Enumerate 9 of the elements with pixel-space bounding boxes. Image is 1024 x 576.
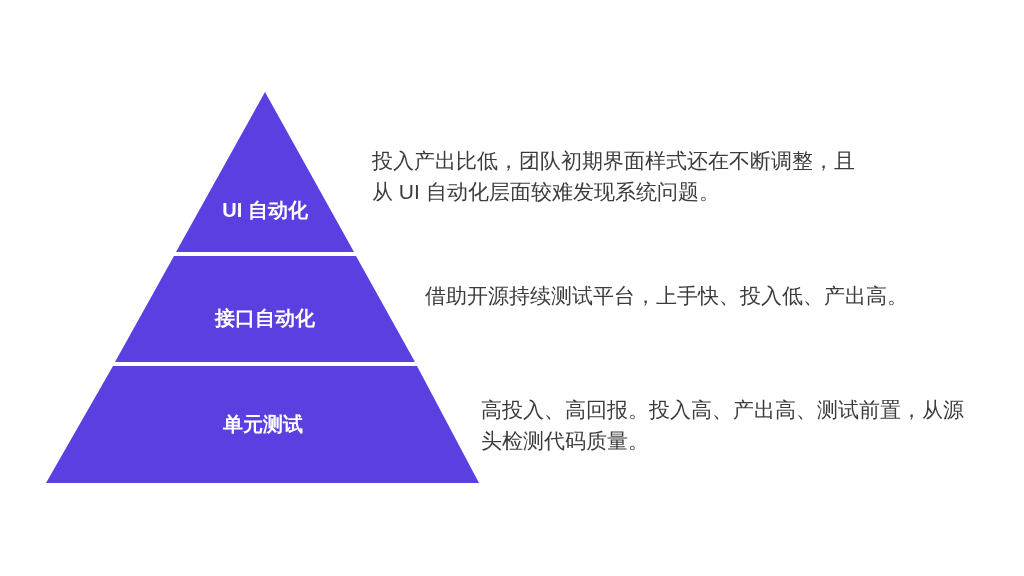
pyramid-tier [176, 92, 354, 252]
pyramid-tier [115, 256, 415, 362]
description-text: 借助开源持续测试平台，上手快、投入低、产出高。 [425, 283, 909, 309]
description-text: 高投入、高回报。投入高、产出高、测试前置，从源头检测代码质量。 [481, 397, 965, 454]
description-text: 投入产出比低，团队初期界面样式还在不断调整，且从 UI 自动化层面较难发现系统问题。 [372, 148, 856, 205]
tier-label: 接口自动化 [215, 306, 315, 330]
tier-label: 单元测试 [222, 412, 303, 436]
pyramid-tier [46, 366, 479, 483]
tier-label: UI 自动化 [222, 198, 308, 222]
